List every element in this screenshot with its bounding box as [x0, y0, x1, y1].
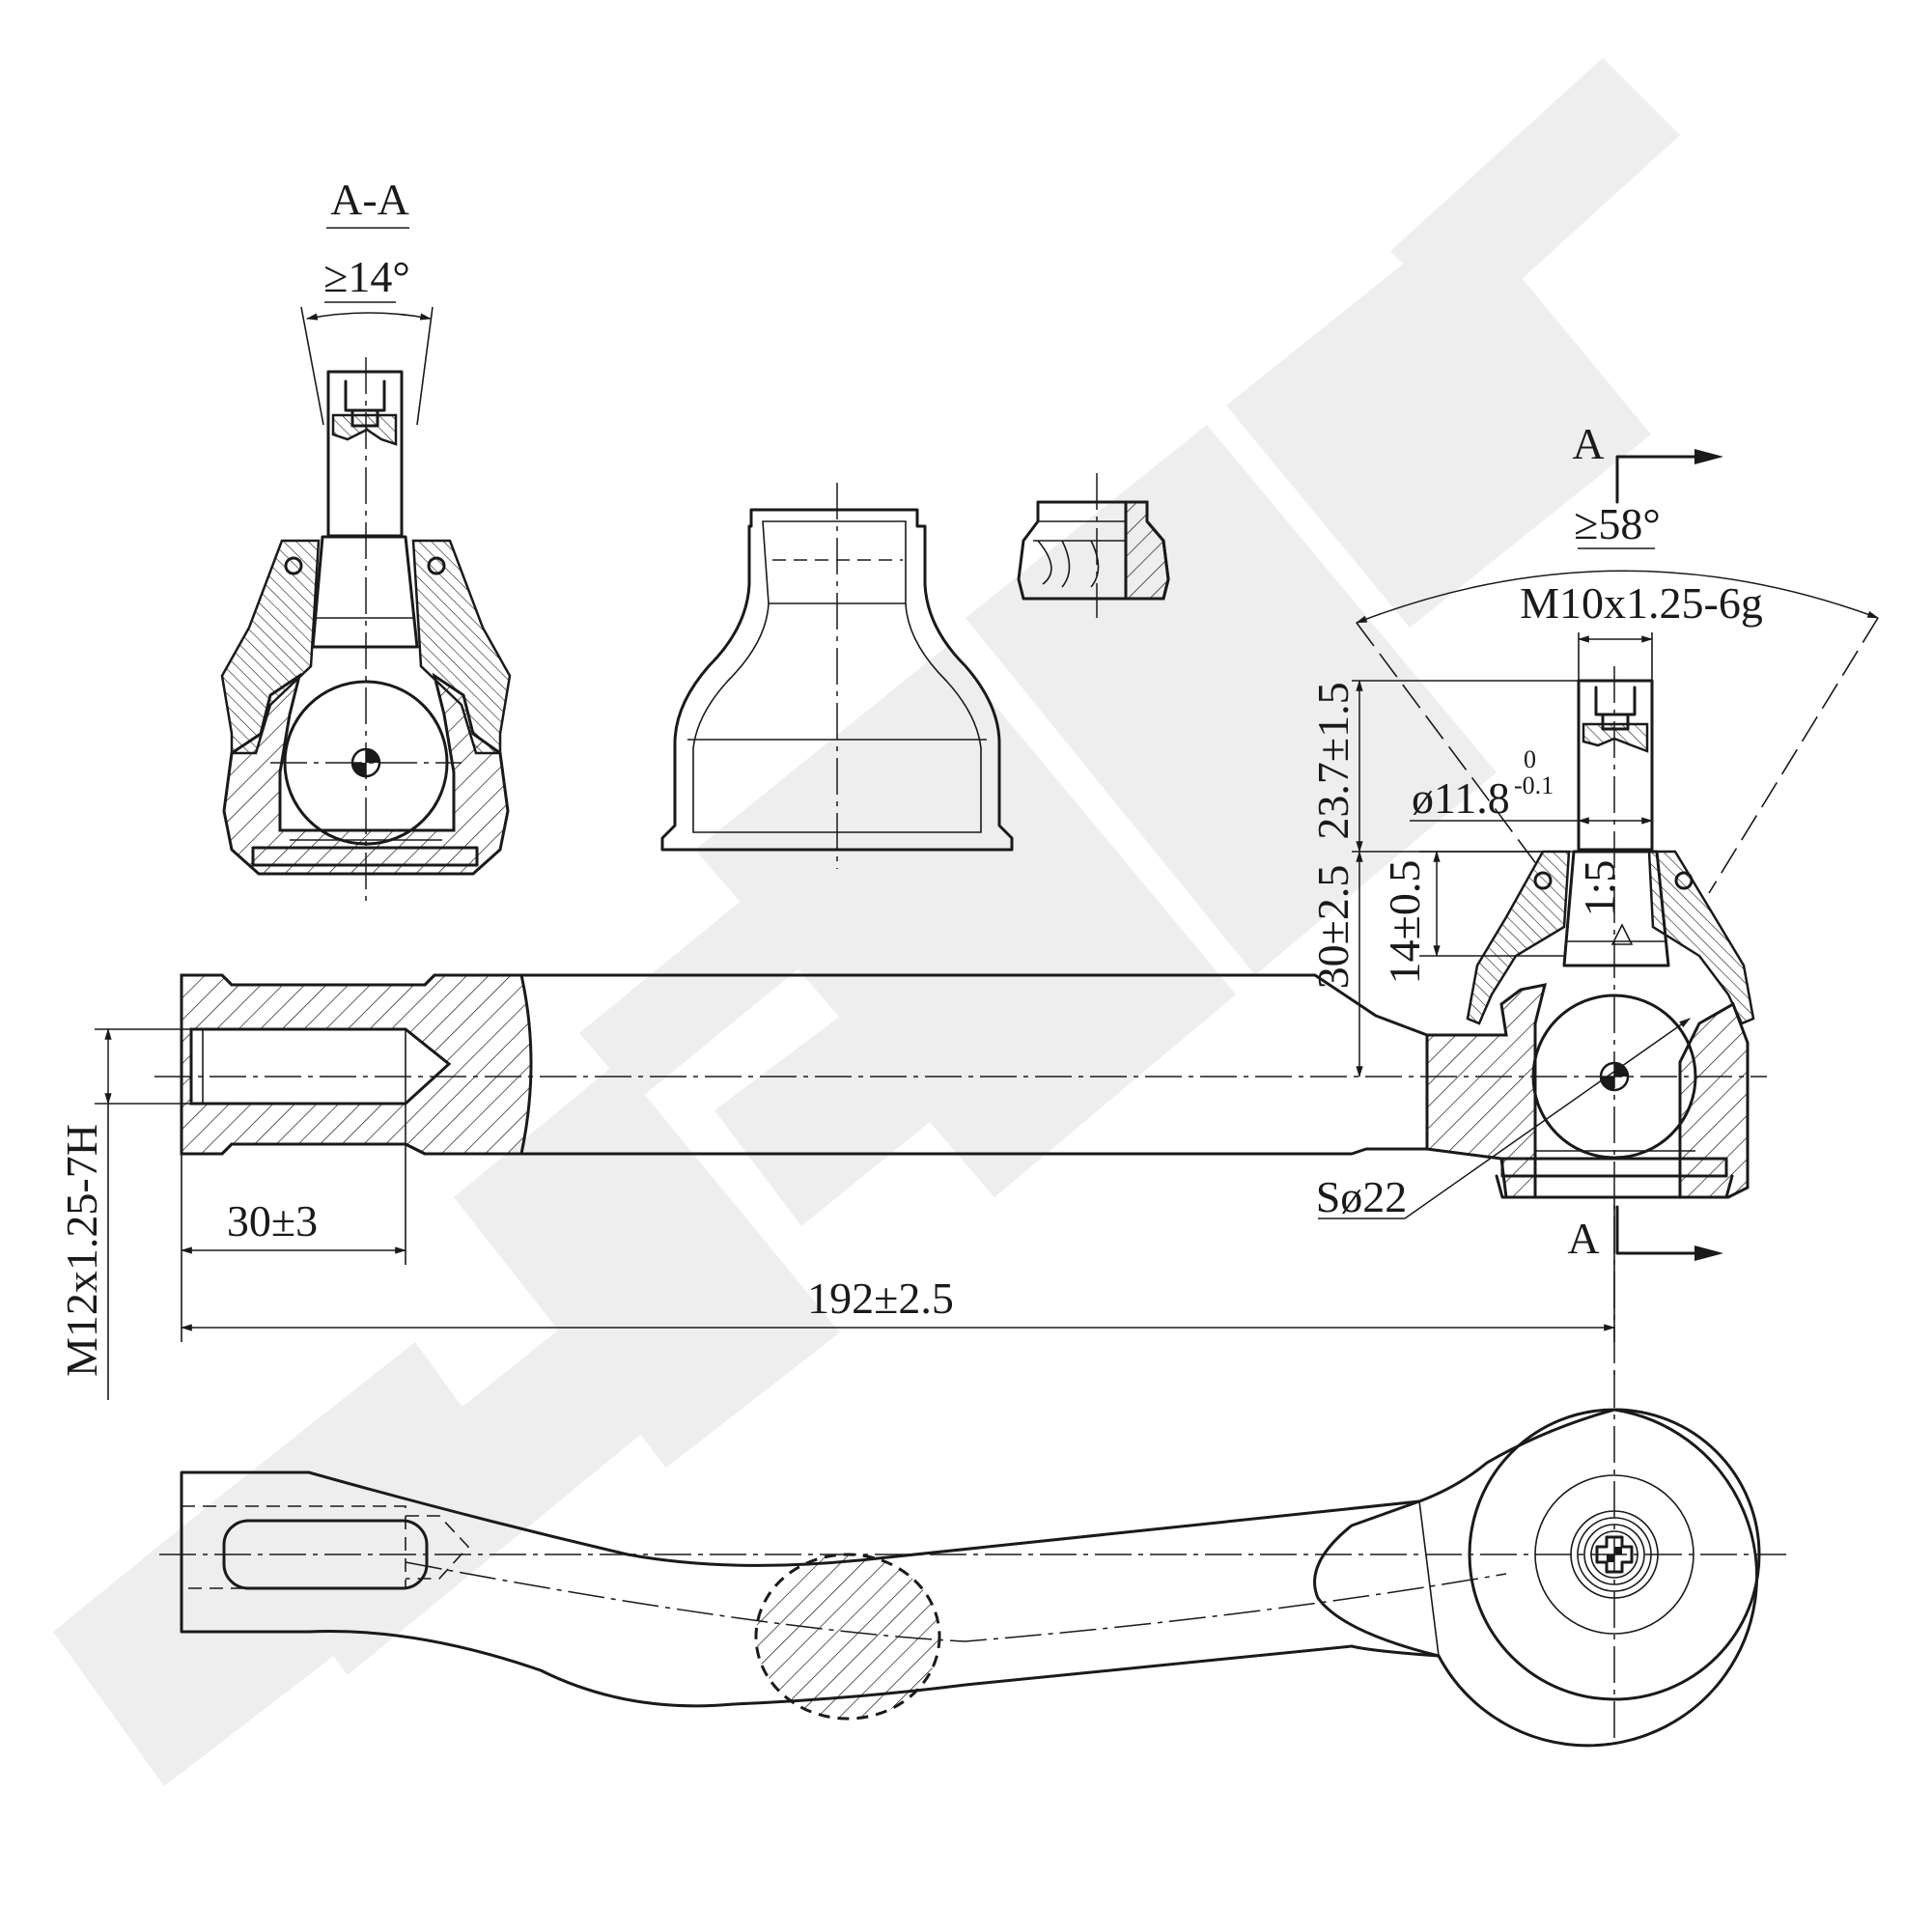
main-taper-arrow — [1610, 923, 1634, 945]
boot-outline — [660, 508, 1014, 852]
angle-58-extension-right — [1708, 617, 1879, 894]
section-arrow-label-bottom: A — [1567, 1214, 1599, 1263]
section-hex-socket-bottom — [350, 408, 379, 428]
section-hex-socket — [344, 379, 386, 412]
section-bottom-plate — [251, 846, 479, 867]
stud-diameter-label: ø11.8 — [1412, 773, 1510, 823]
angle-min-section-label: ≥14° — [323, 252, 410, 301]
section-stud-hatch — [331, 413, 398, 446]
height-label: 30±2.5 — [1308, 865, 1358, 990]
top-view-hidden-bore-tip — [406, 1515, 470, 1580]
nut-hatched-half — [1124, 500, 1170, 601]
nut-hex-curves — [1037, 540, 1100, 588]
top-view-centerline-curved — [405, 1561, 1507, 1642]
overall-length-label: 192±2.5 — [807, 1274, 954, 1323]
stud-diameter-tol-upper: 0 — [1524, 745, 1536, 773]
section-arrow-bottom-head — [1694, 1246, 1723, 1261]
housing-left-section — [1425, 983, 1548, 1199]
main-boot-clip-right — [1674, 871, 1694, 890]
main-hex-socket-bottom — [1601, 713, 1630, 731]
main-side-view: A A — [154, 419, 1767, 1381]
main-boot-right — [1647, 850, 1755, 1025]
ball-diameter-leader — [1404, 1018, 1691, 1219]
top-view-outline — [180, 1408, 1758, 1748]
stud-diameter-tol-lower: -0.1 — [1514, 771, 1554, 799]
top-view-neck — [1313, 1499, 1441, 1658]
main-dimensions: ≥58° M10x1.25-6g ø11.8 0 -0.1 1:5 23.7±1… — [57, 499, 1880, 1400]
main-hex-socket — [1594, 686, 1637, 716]
section-boot-clip-left — [284, 556, 303, 575]
angle-extension-left — [300, 306, 324, 426]
angle-58-extension-left — [1356, 622, 1541, 870]
main-stud — [1577, 679, 1654, 852]
angle-min-main-label: ≥58° — [1574, 499, 1661, 548]
nut-part-view — [1017, 473, 1170, 618]
watermark-logo — [53, 58, 1680, 1786]
section-view-a-a: A-A ≥14° — [220, 175, 512, 903]
angle-extension-right — [416, 306, 434, 426]
cone-height-label: 14±0.5 — [1380, 860, 1429, 985]
angle-arc-58 — [1355, 570, 1880, 624]
section-stud — [326, 370, 404, 538]
angle-arc-14 — [305, 312, 433, 321]
top-view-neck-line — [1418, 1500, 1440, 1657]
threaded-bore — [189, 1027, 452, 1106]
top-view-section-circle — [754, 1553, 941, 1721]
stud-thread-label: M10x1.25-6g — [1520, 578, 1763, 628]
boot-part-view — [660, 483, 1014, 869]
top-view — [159, 1371, 1786, 1748]
housing-right-section — [1678, 1001, 1750, 1199]
main-taper — [1562, 850, 1670, 967]
main-stud-hatch — [1582, 722, 1649, 753]
section-boot-clip-right — [427, 556, 446, 575]
main-boot-clip-left — [1533, 871, 1553, 890]
inner-thread-label: M12x1.25-7H — [57, 1124, 106, 1377]
boot-inner-outline — [692, 520, 982, 833]
taper-label: 1:5 — [1575, 860, 1624, 917]
stud-length-label: 23.7±1.5 — [1308, 682, 1358, 839]
section-arrow-top-head — [1694, 449, 1723, 464]
section-arrow-label-top: A — [1572, 419, 1604, 468]
section-arrow-top-line — [1615, 455, 1696, 504]
main-boot-left — [1466, 850, 1571, 1025]
thread-depth-label: 30±3 — [227, 1196, 318, 1246]
ball-diameter-label: Sø22 — [1316, 1172, 1408, 1221]
section-label: A-A — [330, 175, 409, 224]
section-arrow-bottom-line — [1615, 1205, 1696, 1255]
section-taper — [311, 535, 419, 649]
top-view-hidden-bore — [181, 1505, 406, 1589]
